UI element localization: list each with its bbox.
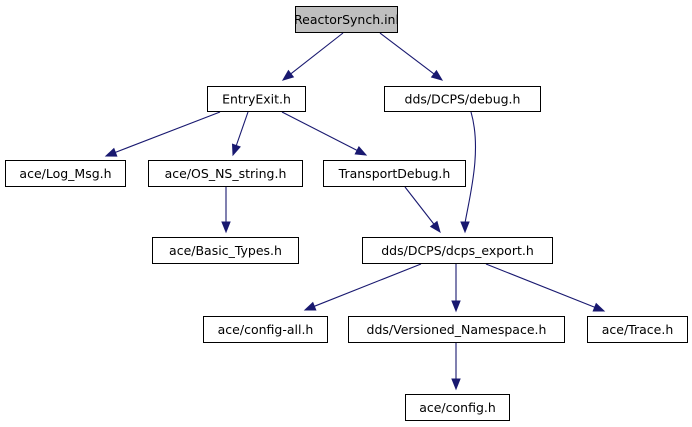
node-box-reactorsynch [295, 6, 398, 33]
node-label-entryexit: EntryExit.h [222, 92, 291, 107]
arrowhead-debug-to-dcpsexport [460, 221, 470, 234]
node-label-reactorsynch: ReactorSynch.inl [294, 12, 399, 27]
node-debug[interactable]: dds/DCPS/debug.h [384, 86, 541, 112]
node-box-versioned [348, 316, 565, 343]
node-label-trace: ace/Trace.h [602, 322, 674, 337]
node-label-versioned: dds/Versioned_Namespace.h [367, 322, 547, 337]
arrowhead-entryexit-to-osnsstring [231, 143, 241, 157]
arrowhead-reactorsynch-to-entryexit [281, 69, 295, 81]
node-entryexit[interactable]: EntryExit.h [207, 86, 306, 112]
node-box-trace [587, 316, 688, 343]
node-label-logmsg: ace/Log_Msg.h [19, 166, 111, 181]
node-reactorsynch: ReactorSynch.inl [294, 6, 399, 33]
edge-dcpsexport-to-configall [313, 263, 422, 308]
node-config[interactable]: ace/config.h [405, 394, 510, 421]
node-label-dcpsexport: dds/DCPS/dcps_export.h [381, 243, 534, 258]
node-box-configall [203, 316, 328, 343]
node-box-logmsg [5, 160, 126, 187]
node-box-basictypes [152, 237, 299, 264]
arrowhead-versioned-to-config [451, 378, 461, 391]
arrowhead-dcpsexport-to-versioned [451, 300, 461, 313]
arrowhead-dcpsexport-to-configall [303, 301, 317, 311]
node-configall[interactable]: ace/config-all.h [203, 316, 328, 343]
edge-entryexit-to-logmsg [114, 111, 221, 154]
node-box-dcpsexport [362, 237, 553, 264]
arrowhead-entryexit-to-transportdebug [354, 145, 368, 156]
edge-transportdebug-to-dcpsexport [404, 186, 435, 226]
node-versioned[interactable]: dds/Versioned_Namespace.h [348, 316, 565, 343]
edge-entryexit-to-osnsstring [235, 111, 249, 147]
node-label-config: ace/config.h [419, 400, 496, 415]
node-label-osnsstring: ace/OS_NS_string.h [165, 166, 287, 181]
node-osnsstring[interactable]: ace/OS_NS_string.h [148, 160, 303, 187]
node-transportdebug[interactable]: TransportDebug.h [323, 160, 466, 187]
node-box-osnsstring [148, 160, 303, 187]
node-box-debug [384, 86, 541, 112]
node-box-entryexit [207, 86, 306, 112]
arrowhead-dcpsexport-to-trace [592, 302, 606, 312]
edge-debug-to-dcpsexport [464, 111, 477, 224]
arrowhead-transportdebug-to-dcpsexport [429, 220, 441, 234]
arrowhead-reactorsynch-to-debug [430, 69, 444, 81]
arrowhead-entryexit-to-logmsg [104, 147, 118, 157]
node-label-basictypes: ace/Basic_Types.h [169, 243, 282, 258]
edge-reactorsynch-to-entryexit [289, 32, 344, 75]
node-box-transportdebug [323, 160, 466, 187]
node-basictypes[interactable]: ace/Basic_Types.h [152, 237, 299, 264]
node-label-debug: dds/DCPS/debug.h [405, 92, 521, 107]
node-label-configall: ace/config-all.h [218, 322, 314, 337]
arrowhead-osnsstring-to-basictypes [221, 221, 231, 234]
node-trace[interactable]: ace/Trace.h [587, 316, 688, 343]
edge-entryexit-to-transportdebug [281, 111, 359, 152]
edge-reactorsynch-to-debug [379, 32, 436, 76]
node-box-config [405, 394, 510, 421]
edges-layer [104, 32, 606, 391]
node-logmsg[interactable]: ace/Log_Msg.h [5, 160, 126, 187]
node-dcpsexport[interactable]: dds/DCPS/dcps_export.h [362, 237, 553, 264]
edge-dcpsexport-to-trace [485, 263, 596, 309]
node-label-transportdebug: TransportDebug.h [338, 166, 451, 181]
